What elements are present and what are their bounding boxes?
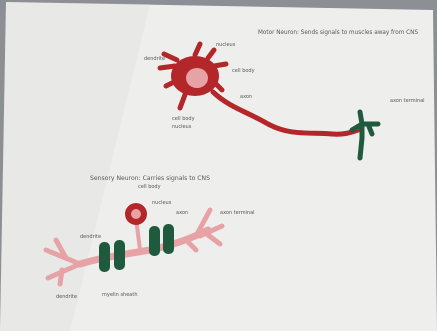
motor-label: axon <box>240 94 252 100</box>
sensory-label: cell body <box>138 184 161 190</box>
myelin-sheath <box>114 240 125 270</box>
sensory-nucleus <box>131 209 141 219</box>
motor-label: cell body <box>172 116 195 122</box>
sensory-label: axon <box>176 210 188 216</box>
motor-label: cell body <box>232 68 255 74</box>
sensory-label: nucleus <box>152 200 172 206</box>
motor-label: dendrite <box>144 56 165 62</box>
sensory-title: Sensory Neuron: Carries signals to CNS <box>90 175 210 182</box>
myelin-sheath <box>163 224 174 254</box>
motor-label: axon terminal <box>390 98 425 104</box>
motor-title: Motor Neuron: Sends signals to muscles a… <box>258 29 418 36</box>
sensory-label: dendrite <box>80 234 101 240</box>
sensory-label: myelin sheath <box>102 292 138 298</box>
motor-label: nucleus <box>216 42 236 48</box>
sensory-label: axon terminal <box>220 210 255 216</box>
sensory-label: dendrite <box>56 294 77 300</box>
myelin-sheath <box>149 226 160 256</box>
motor-label: nucleus <box>172 124 192 130</box>
motor-nucleus <box>186 68 208 88</box>
myelin-sheath <box>99 242 110 272</box>
